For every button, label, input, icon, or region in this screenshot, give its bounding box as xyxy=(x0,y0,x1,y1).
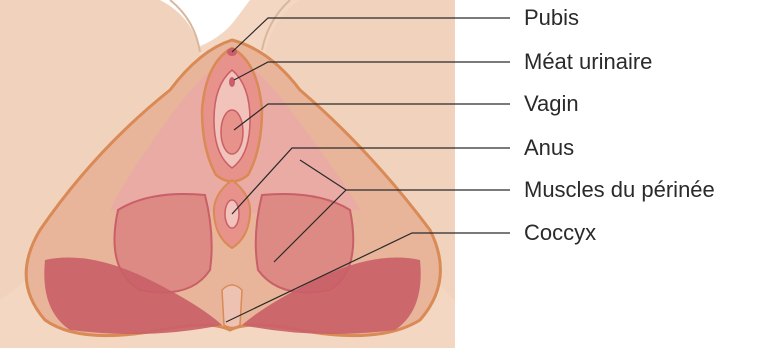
label-pubis: Pubis xyxy=(524,7,579,29)
label-coccyx: Coccyx xyxy=(524,222,596,244)
label-muscles-perinee: Muscles du périnée xyxy=(524,179,715,201)
label-meat-urinaire: Méat urinaire xyxy=(524,51,652,73)
label-vagin: Vagin xyxy=(524,93,579,115)
label-anus: Anus xyxy=(524,137,574,159)
